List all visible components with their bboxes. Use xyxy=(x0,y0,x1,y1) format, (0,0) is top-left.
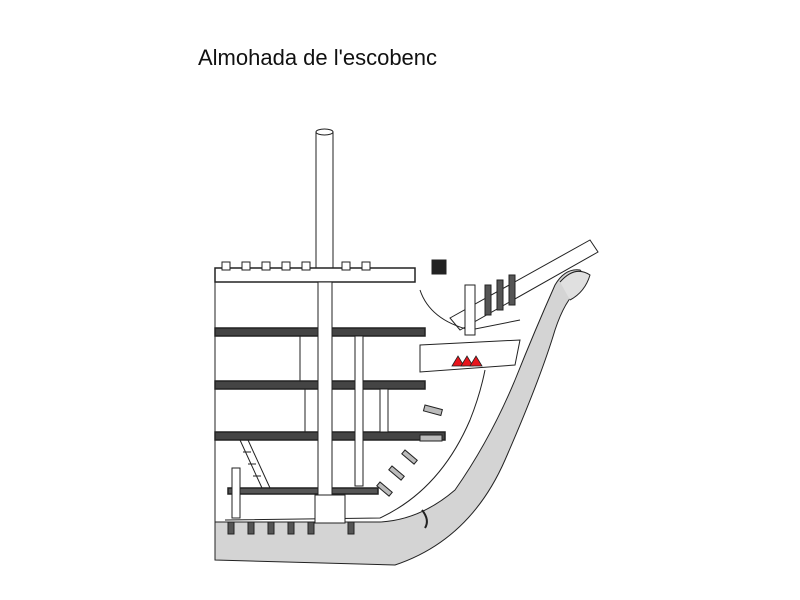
hawse-bolster-highlight xyxy=(451,355,483,367)
hawse-hole xyxy=(421,509,428,529)
floor-timbers xyxy=(227,521,355,535)
beakhead xyxy=(419,339,521,373)
ladder xyxy=(239,439,271,489)
gammoning xyxy=(484,274,516,316)
mast-top xyxy=(315,128,334,136)
inner-hull xyxy=(224,369,486,521)
stem-post xyxy=(559,270,591,301)
stanchions xyxy=(214,268,389,560)
diagram-title: Almohada de l'escobenc xyxy=(198,45,438,70)
riders xyxy=(376,404,443,497)
rail-posts xyxy=(221,259,447,275)
hull-planking xyxy=(214,269,585,566)
foremast xyxy=(315,131,334,273)
bitts xyxy=(464,284,476,336)
